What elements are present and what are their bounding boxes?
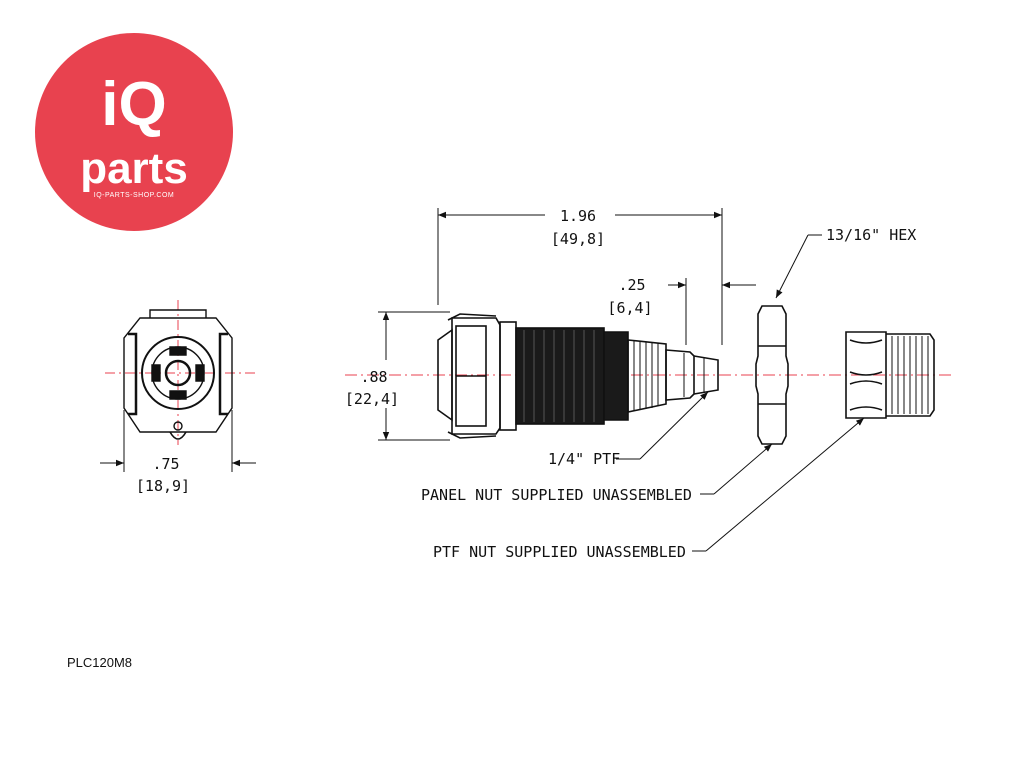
length-dimension [437,208,723,345]
thread-callout: 1/4" PTF [548,450,620,468]
height-mm-label: [22,4] [345,390,399,408]
thread-leader [616,391,709,460]
logo-url: IQ-PARTS-SHOP.COM [94,192,174,199]
ptf-nut-leader [692,417,865,552]
width-dimension [100,410,256,472]
iq-parts-logo: iQ parts IQ-PARTS-SHOP.COM [35,33,233,231]
length-mm-label: [49,8] [551,230,605,248]
barb-mm-label: [6,4] [607,299,652,317]
width-inch-label: .75 [152,455,179,473]
panel-nut-callout: PANEL NUT SUPPLIED UNASSEMBLED [421,486,692,504]
logo-mark: iQ [101,70,166,139]
logo-wordmark: parts [80,144,188,193]
barb-inch-label: .25 [618,276,645,294]
width-mm-label: [18,9] [136,477,190,495]
panel-nut [755,305,789,445]
part-code: PLC120M8 [67,655,133,670]
thread-hatching [523,330,595,422]
height-inch-label: .88 [360,368,387,386]
ptf-nut [845,331,935,419]
length-inch-label: 1.96 [560,207,596,225]
coupling-body [437,313,719,439]
panel-nut-leader [700,443,773,495]
height-dimension [378,311,450,441]
barb-length-dimension [668,278,756,345]
hex-callout: 13/16" HEX [826,226,916,244]
ptf-nut-callout: PTF NUT SUPPLIED UNASSEMBLED [433,543,686,561]
hex-leader [775,234,822,299]
front-view [105,300,255,445]
